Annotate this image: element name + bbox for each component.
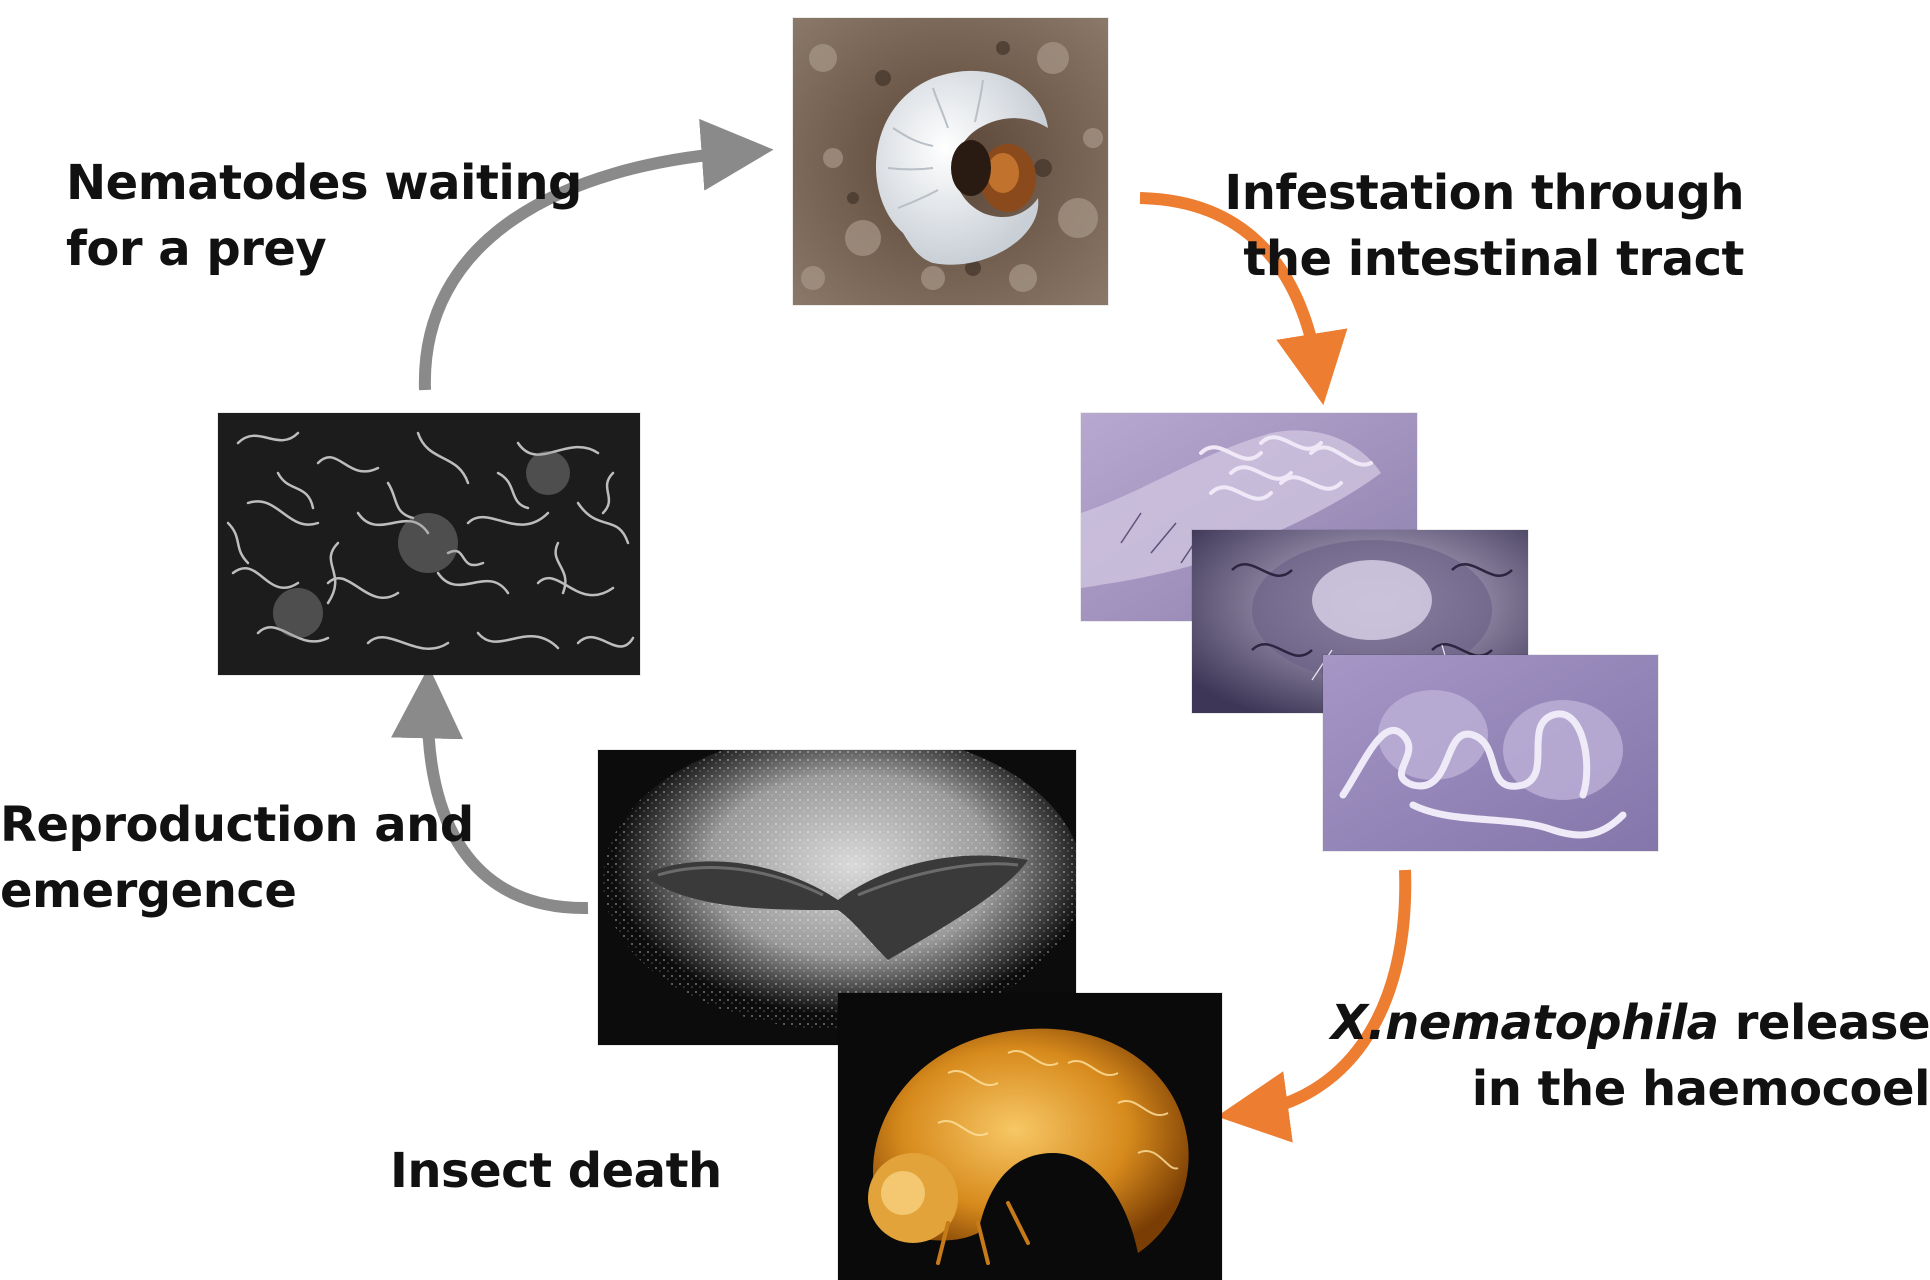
label-reproduction: Reproduction and emergence <box>0 792 474 924</box>
label-line: X.nematophila release <box>1331 990 1930 1056</box>
larva-in-soil-photo <box>793 18 1108 305</box>
label-line: the intestinal tract <box>1224 226 1744 292</box>
label-nematodes-waiting: Nematodes waiting for a prey <box>66 150 582 282</box>
label-insect-death: Insect death <box>390 1138 722 1204</box>
dead-insect-photo <box>838 993 1222 1280</box>
infestation-photo-3 <box>1323 655 1658 851</box>
label-line: Nematodes waiting <box>66 150 582 216</box>
release-word: release <box>1719 995 1930 1051</box>
label-infestation: Infestation through the intestinal tract <box>1224 160 1744 292</box>
label-release: X.nematophila release in the haemocoel <box>1331 990 1930 1122</box>
label-line: Insect death <box>390 1138 722 1204</box>
label-line: Reproduction and <box>0 792 474 858</box>
label-line: Infestation through <box>1224 160 1744 226</box>
label-line: for a prey <box>66 216 582 282</box>
nematodes-photo <box>218 413 640 675</box>
species-name: X.nematophila <box>1331 995 1719 1051</box>
label-line: in the haemocoel <box>1331 1056 1930 1122</box>
label-line: emergence <box>0 858 474 924</box>
